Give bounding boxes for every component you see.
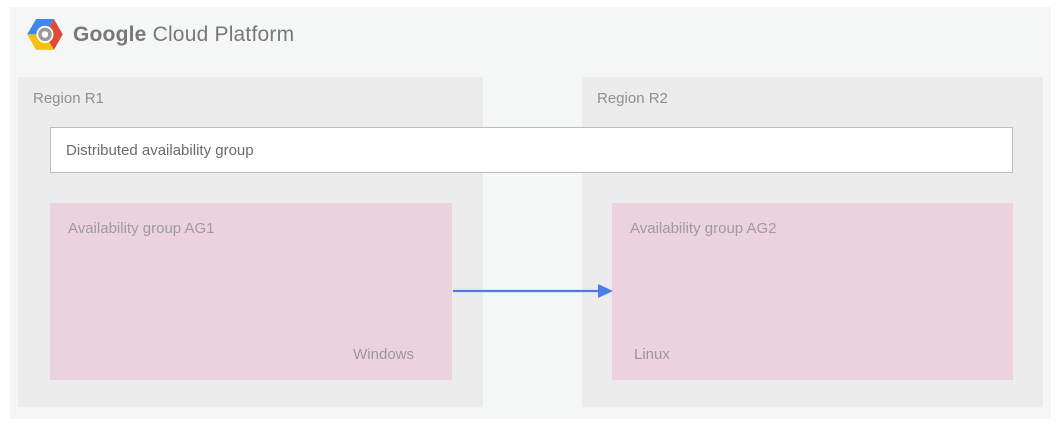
logo-brand-primary: Google <box>73 22 147 46</box>
replication-arrow <box>453 284 613 298</box>
ag2-os-label-linux: Linux <box>634 346 670 363</box>
region-r2-label: Region R2 <box>597 90 668 107</box>
gcp-hexagon-icon <box>27 19 63 50</box>
diagram-canvas: Google Cloud Platform Region R1 Region R… <box>10 7 1051 419</box>
gcp-logo: Google Cloud Platform <box>27 19 294 50</box>
distributed-availability-group-label: Distributed availability group <box>66 141 254 159</box>
availability-group-ag2-label: Availability group AG2 <box>630 220 777 237</box>
gcp-logo-text: Google Cloud Platform <box>73 23 294 47</box>
distributed-availability-group-box: Distributed availability group <box>50 127 1013 173</box>
region-r1-label: Region R1 <box>33 90 104 107</box>
availability-group-ag1-label: Availability group AG1 <box>68 220 215 237</box>
ag1-os-label-windows: Windows <box>353 346 414 363</box>
logo-brand-secondary: Cloud Platform <box>152 22 295 46</box>
availability-group-ag2-box: Availability group AG2 Linux <box>612 203 1013 380</box>
availability-group-ag1-box: Availability group AG1 Windows <box>50 203 452 380</box>
